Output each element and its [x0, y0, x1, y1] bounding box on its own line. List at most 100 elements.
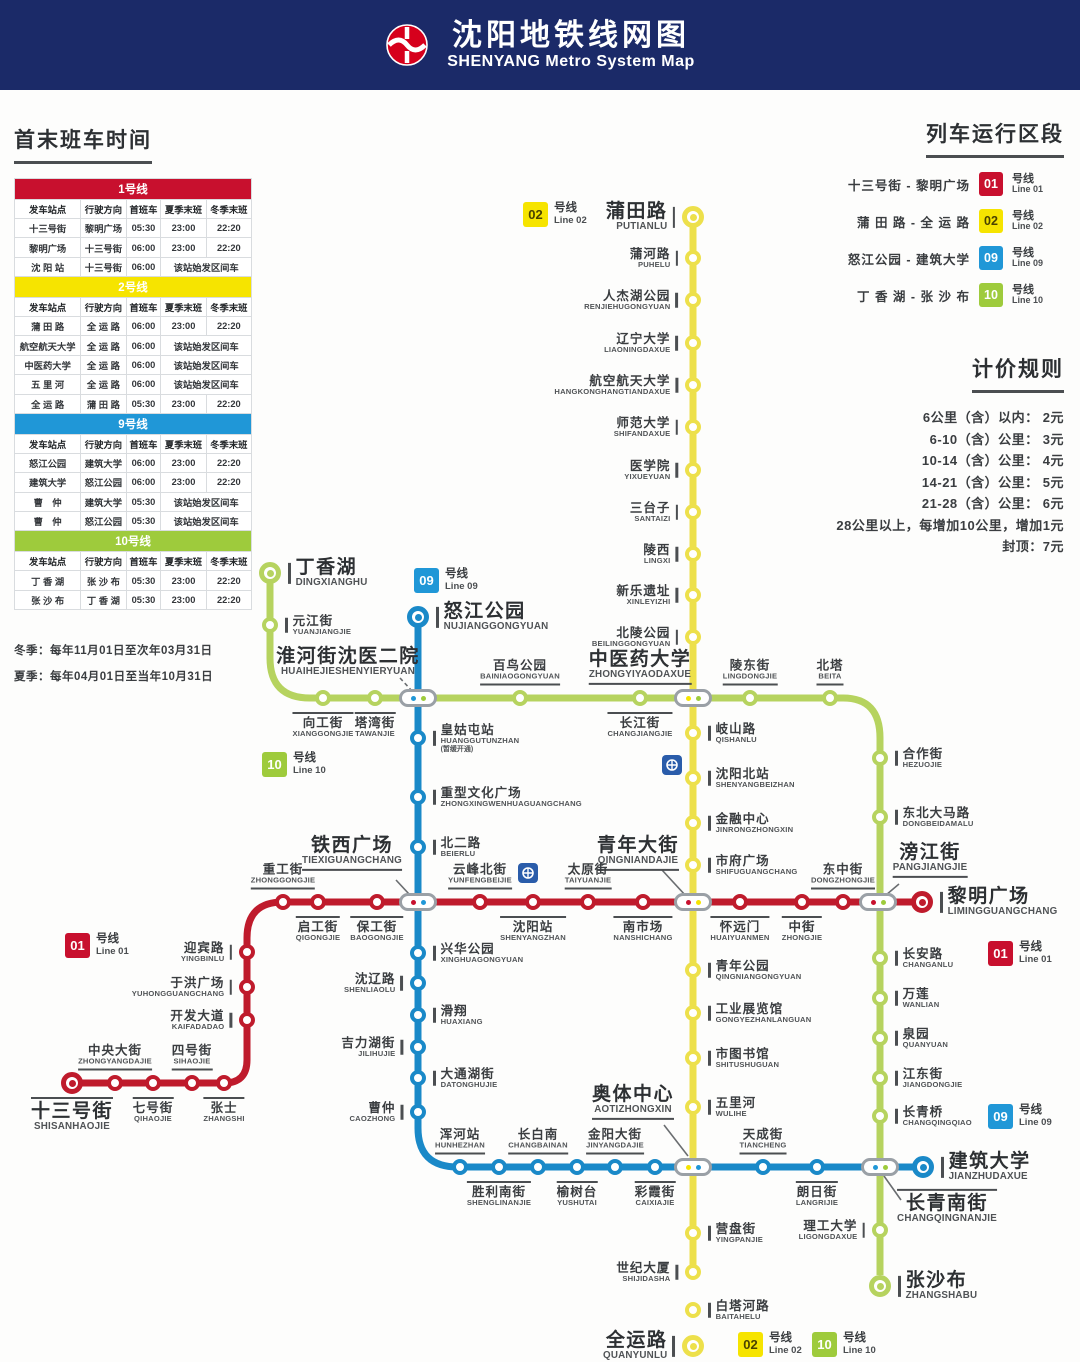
page-subtitle: SHENYANG Metro System Map: [447, 53, 695, 71]
station-name-cn: 怒江公园: [443, 600, 526, 622]
station-name-en: PUHELU: [637, 259, 671, 269]
station-name-en: YUHONGGUANGCHANG: [131, 988, 225, 998]
station-name-en: HANGKONGHANGTIANDAXUE: [554, 386, 671, 396]
station-name-en: SHENLIAOLU: [344, 984, 396, 994]
timetable-column-header: 行驶方向: [80, 198, 127, 219]
timetable-cell: 06:00: [125, 237, 162, 258]
label-tick: [400, 1104, 403, 1120]
station-name-cn: 陵西: [643, 542, 671, 557]
station-name-en: QINGNIANDAJIE: [597, 855, 679, 867]
label-tick: [708, 1225, 711, 1241]
terminus-core: [414, 613, 422, 621]
timetable-cell: 05:30: [125, 491, 162, 513]
station-name-en: ZHONGYANGDAJIE: [78, 1056, 152, 1066]
line-badge-en: Line 02: [554, 214, 587, 226]
station-qigongjie: [310, 894, 326, 910]
timetable-cell: 全 运 路: [80, 335, 127, 356]
timetable-column-header: 首班车: [125, 433, 162, 454]
station-name-en: SANTAIZI: [634, 513, 671, 523]
station-name-en: ZHONGYIYAODAXUE: [588, 669, 692, 681]
station-name-cn: 开发大道: [170, 1008, 225, 1023]
label-tick: [708, 1099, 711, 1115]
station-jilihujie: [410, 1039, 426, 1055]
station-name-en: CAOZHONG: [349, 1113, 396, 1123]
label-tick: [433, 730, 436, 746]
interchange-zhongyiyaodaxue: [674, 689, 712, 707]
timetable-cell: 十三号街: [80, 256, 127, 278]
station-quanyuan: [872, 1030, 888, 1046]
timetable-cell: 23:00: [160, 316, 207, 337]
station-dongzhongjie: [835, 894, 851, 910]
station-name-en: YUSHUTAI: [557, 1198, 597, 1207]
station-name-cn: 于洪广场: [170, 975, 225, 990]
station-name-en: LANGRIJIE: [795, 1198, 839, 1207]
station-qingniangongyuan: [685, 962, 701, 978]
segment-line-cn: 号线: [1012, 210, 1034, 222]
timetable-cell: 蒲 田 路: [13, 316, 82, 337]
line-badge-en: Line 09: [445, 580, 478, 592]
station-name-en: LINGXI: [643, 555, 671, 565]
label-tick: [675, 419, 678, 435]
station-name-en: XIANGGONGJIE: [292, 729, 354, 738]
station-name-en: BEIERLU: [440, 848, 476, 858]
timetable-cell: 06:00: [125, 256, 162, 278]
station-wanlian: [872, 990, 888, 1006]
station-name-cn: 太原街: [567, 862, 609, 877]
station-name-cn: 北陵公园: [616, 625, 671, 640]
timetable-cell: 22:20: [205, 589, 253, 611]
station-name-cn: 市图书馆: [715, 1046, 770, 1061]
terminus-core: [689, 1342, 697, 1350]
timetable-column-header: 发车站点: [13, 296, 82, 318]
station-name-en: LIMINGGUANGCHANG: [947, 906, 1058, 918]
station-name-cn: 元江街: [292, 613, 334, 628]
timetable-cell: 十三号街: [13, 217, 82, 239]
station-name-cn: 五里河: [715, 1095, 757, 1110]
timetable-column-header-row: 发车站点行驶方向首班车夏季末班冬季末班: [13, 198, 253, 219]
station-name-en: HUAXIANG: [440, 1016, 483, 1026]
label-tick: [675, 250, 678, 266]
station-name-en: KAIFADADAO: [171, 1021, 225, 1031]
timetable-cell: 曹 仲: [13, 491, 82, 513]
station-lingxi: [685, 546, 701, 562]
station-name-en: YINGBINLU: [180, 953, 225, 963]
station-name-cn: 沈辽路: [354, 971, 396, 986]
fare-rule: 6公里（含）以内： 2元: [922, 410, 1064, 425]
segment-line-badge: 09: [979, 246, 1003, 270]
timetable-cell: 该站始发区间车: [160, 256, 252, 278]
